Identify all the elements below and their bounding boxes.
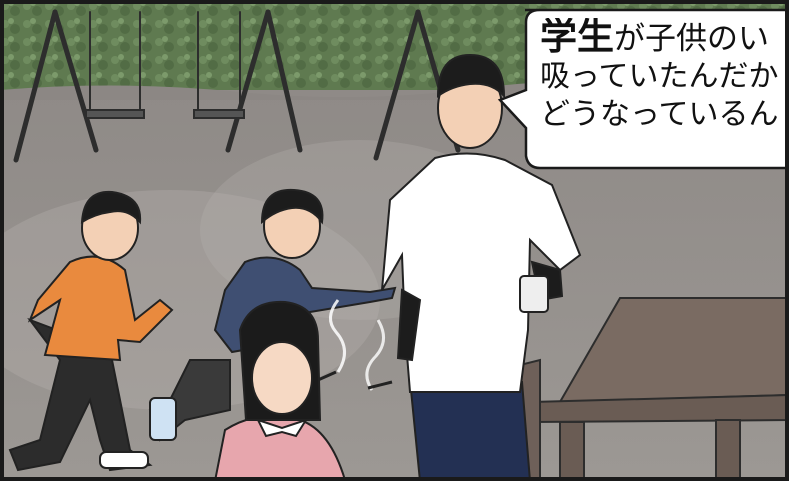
speech-emphasis: 学生 <box>540 18 614 58</box>
smoke-wisp-girl <box>329 299 346 373</box>
boy-orange-shirt <box>8 190 174 472</box>
swing-set <box>13 9 461 163</box>
smoke-wisp-man <box>365 319 385 391</box>
speech-bubble <box>497 8 789 170</box>
speech-line-3: どうなっているん <box>540 97 779 132</box>
speech-line-2: 吸っていたんだか <box>540 59 779 94</box>
girl-smoking <box>213 300 347 481</box>
speech-line-1-rest: が子供のい <box>614 21 769 57</box>
man-white-shirt <box>367 53 582 481</box>
speech-line-1: 学生が子供のい <box>540 18 789 58</box>
speech-bubble-text: 学生が子供のい 吸っていたんだか どうなっているん <box>540 18 789 158</box>
